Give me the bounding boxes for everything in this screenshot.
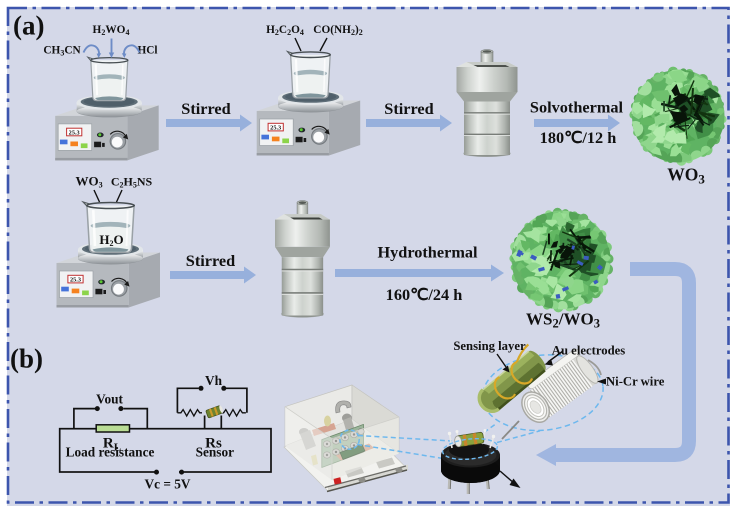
svg-text:Solvothermal: Solvothermal — [530, 98, 624, 117]
svg-text:160℃/24 h: 160℃/24 h — [386, 285, 463, 304]
svg-text:C2H5NS: C2H5NS — [111, 175, 153, 190]
svg-text:WO3: WO3 — [75, 174, 102, 190]
svg-text:(a): (a) — [13, 11, 44, 41]
svg-text:(b): (b) — [10, 344, 43, 374]
svg-text:H2C2O4: H2C2O4 — [266, 24, 304, 37]
svg-text:CO(NH2)2: CO(NH2)2 — [313, 24, 362, 37]
svg-text:WS2/WO3: WS2/WO3 — [526, 310, 600, 331]
svg-text:Stirred: Stirred — [181, 99, 230, 118]
svg-text:Au electrodes: Au electrodes — [552, 344, 625, 358]
svg-text:Rs: Rs — [205, 436, 222, 452]
svg-text:Ni-Cr wire: Ni-Cr wire — [606, 375, 665, 389]
svg-text:Stirred: Stirred — [384, 99, 433, 118]
svg-text:180℃/12 h: 180℃/12 h — [540, 128, 617, 147]
svg-text:Sensing layer: Sensing layer — [453, 339, 526, 353]
svg-text:Vh: Vh — [205, 373, 223, 388]
svg-text:H2O: H2O — [99, 232, 123, 248]
svg-text:Load resistance: Load resistance — [66, 445, 155, 460]
svg-text:H2WO4: H2WO4 — [93, 24, 130, 37]
svg-text:Vc = 5V: Vc = 5V — [145, 477, 191, 492]
svg-text:CH3CN: CH3CN — [43, 45, 81, 58]
svg-text:Sensor: Sensor — [196, 445, 235, 460]
svg-text:HCl: HCl — [137, 45, 157, 57]
svg-text:Stirred: Stirred — [186, 251, 235, 270]
svg-text:WO3: WO3 — [667, 165, 705, 187]
svg-text:Hydrothermal: Hydrothermal — [377, 243, 478, 262]
svg-text:Vout: Vout — [96, 392, 123, 407]
